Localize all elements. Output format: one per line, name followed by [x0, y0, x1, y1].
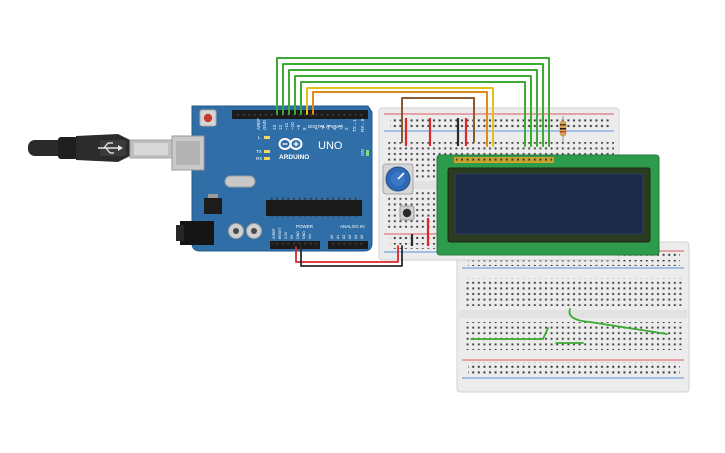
svg-text:12: 12 — [278, 124, 283, 130]
svg-text:~3: ~3 — [338, 124, 343, 130]
svg-text:~6: ~6 — [320, 124, 325, 130]
potentiometer-icon[interactable] — [382, 163, 414, 195]
svg-text:A1: A1 — [336, 235, 340, 239]
tx-led — [264, 150, 270, 153]
reset-button-cap[interactable] — [203, 113, 213, 123]
analog-label: ANALOG IN — [340, 224, 365, 229]
svg-text:3.3V: 3.3V — [284, 231, 288, 239]
tx-label: TX — [256, 149, 262, 154]
svg-text:GND: GND — [262, 119, 267, 130]
svg-text:~9: ~9 — [296, 124, 301, 130]
svg-text:A5: A5 — [360, 235, 364, 239]
svg-text:Vin: Vin — [308, 234, 312, 239]
digital-pin-labels: AREF GND 13 12 ~11 ~10 ~9 8 7 ~6 ~5 4 ~3… — [256, 118, 365, 132]
svg-text:TX→1: TX→1 — [352, 119, 357, 132]
power-label: POWER — [296, 224, 314, 229]
l-led — [264, 136, 270, 139]
svg-text:RESET: RESET — [278, 226, 282, 239]
regulator-chip — [204, 198, 222, 214]
arduino-uno-board: AREF GND 13 12 ~11 ~10 ~9 8 7 ~6 ~5 4 ~3… — [171, 105, 373, 252]
lower-green-wires — [470, 308, 668, 344]
model-text: UNO — [318, 140, 343, 152]
svg-text:AREF: AREF — [256, 118, 261, 130]
svg-text:RX←0: RX←0 — [360, 118, 365, 132]
on-led — [366, 150, 369, 156]
pushbutton-icon[interactable] — [399, 205, 415, 221]
svg-text:~5: ~5 — [326, 124, 331, 130]
signal-wires — [276, 57, 550, 267]
rx-label: RX — [256, 156, 262, 161]
rx-led — [264, 157, 270, 160]
svg-text:A2: A2 — [342, 235, 346, 239]
resistor-icon — [559, 116, 567, 142]
svg-text:4: 4 — [332, 127, 337, 130]
microcontroller-chip — [266, 200, 362, 216]
svg-text:~11: ~11 — [284, 122, 289, 130]
arduino-logo-icon — [278, 138, 303, 150]
svg-text:13: 13 — [272, 124, 277, 130]
svg-text:GND: GND — [296, 231, 300, 239]
l-label: L — [258, 135, 261, 140]
brand-text: ARDUINO — [279, 154, 309, 161]
svg-text:GND: GND — [302, 231, 306, 239]
svg-text:2: 2 — [344, 127, 349, 130]
lcd-icon — [436, 154, 660, 256]
crystal — [224, 175, 256, 188]
svg-text:A0: A0 — [330, 235, 334, 239]
svg-text:~10: ~10 — [290, 122, 295, 130]
analog-pin-labels: A0 A1 A2 A3 A4 A5 — [330, 235, 364, 239]
svg-text:IOREF: IOREF — [272, 228, 276, 239]
lcd-screen — [455, 174, 643, 234]
power-jack — [180, 221, 214, 245]
usb-cable-icon — [28, 134, 173, 162]
svg-text:5V: 5V — [290, 234, 294, 239]
svg-text:7: 7 — [314, 127, 319, 130]
svg-text:A3: A3 — [348, 235, 352, 239]
digital-label: DIGITAL (PWM~) — [308, 124, 343, 129]
power-pin-labels: IOREF RESET 3.3V 5V GND GND Vin — [272, 226, 312, 239]
on-label: ON — [360, 149, 365, 156]
svg-text:A4: A4 — [354, 235, 358, 239]
svg-text:8: 8 — [302, 127, 307, 130]
